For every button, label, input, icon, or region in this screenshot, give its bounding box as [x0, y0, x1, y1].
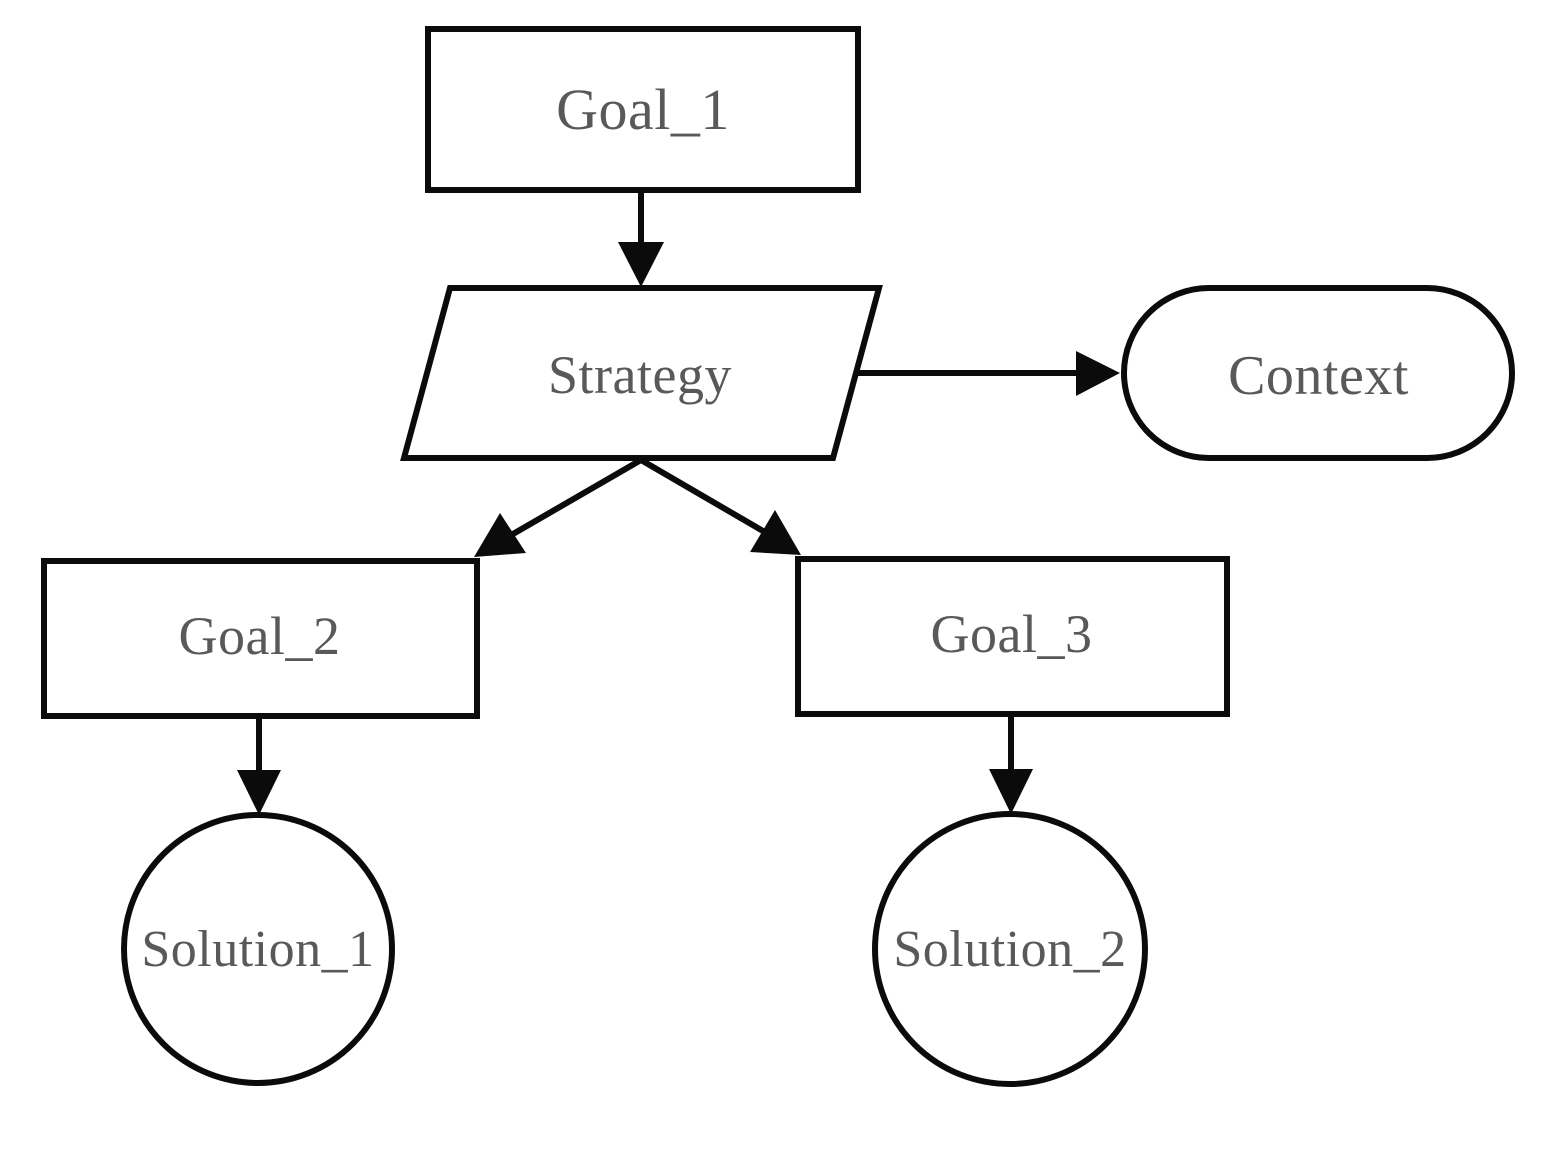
arrowhead-goal3-solution2: [989, 769, 1033, 814]
arrowhead-strategy-goal2: [474, 513, 526, 557]
edge-goal2-to-solution1: [237, 717, 281, 815]
node-context[interactable]: [1121, 285, 1515, 461]
edge-line-strategy-goal3: [639, 457, 765, 534]
arrowhead-goal1-strategy: [618, 242, 664, 287]
node-solution-2[interactable]: [872, 811, 1148, 1087]
arrowhead-strategy-context: [1076, 351, 1120, 396]
edge-line-strategy-goal2: [511, 457, 643, 537]
node-goal-1[interactable]: [425, 26, 861, 193]
arrowhead-goal2-solution1: [237, 770, 281, 815]
node-goal-2[interactable]: [41, 558, 480, 719]
node-solution-1[interactable]: [121, 812, 395, 1086]
node-strategy[interactable]: [400, 285, 883, 461]
edge-goal3-to-solution2: [989, 715, 1033, 814]
edge-strategy-to-goal3: [639, 457, 801, 555]
arrowhead-strategy-goal3: [750, 510, 801, 555]
node-goal-3[interactable]: [795, 556, 1230, 717]
edge-goal1-to-strategy: [618, 190, 664, 287]
edge-strategy-to-context: [856, 351, 1120, 396]
edge-strategy-to-goal2: [474, 457, 643, 557]
